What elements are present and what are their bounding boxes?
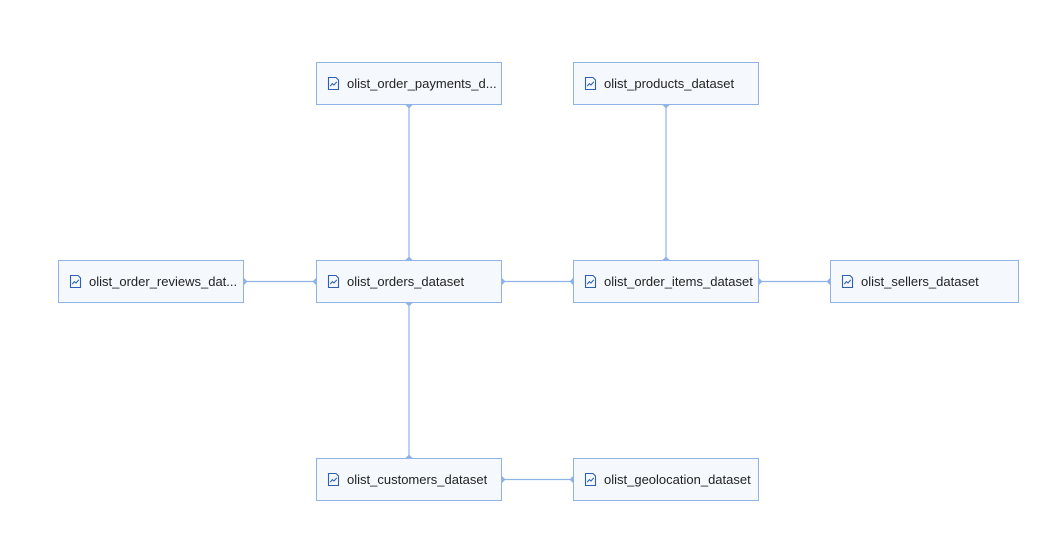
node-sellers[interactable]: olist_sellers_dataset [830, 260, 1019, 303]
node-products[interactable]: olist_products_dataset [573, 62, 759, 105]
dataset-chart-icon [583, 472, 598, 487]
dataset-chart-icon [583, 76, 598, 91]
node-payments[interactable]: olist_order_payments_d... [316, 62, 502, 105]
dataset-chart-icon [326, 274, 341, 289]
dataset-chart-icon [326, 76, 341, 91]
node-label: olist_order_reviews_dat... [89, 274, 238, 289]
dataset-chart-icon [326, 472, 341, 487]
node-label: olist_order_payments_d... [347, 76, 497, 91]
node-reviews[interactable]: olist_order_reviews_dat... [58, 260, 244, 303]
dataset-chart-icon [68, 274, 83, 289]
node-label: olist_customers_dataset [347, 472, 488, 487]
node-label: olist_order_items_dataset [604, 274, 753, 289]
node-label: olist_geolocation_dataset [604, 472, 751, 487]
node-label: olist_orders_dataset [347, 274, 465, 289]
dataset-chart-icon [583, 274, 598, 289]
node-orders[interactable]: olist_orders_dataset [316, 260, 502, 303]
dataset-chart-icon [840, 274, 855, 289]
node-customers[interactable]: olist_customers_dataset [316, 458, 502, 501]
node-order-items[interactable]: olist_order_items_dataset [573, 260, 759, 303]
node-label: olist_products_dataset [604, 76, 735, 91]
node-geolocation[interactable]: olist_geolocation_dataset [573, 458, 759, 501]
node-label: olist_sellers_dataset [861, 274, 979, 289]
